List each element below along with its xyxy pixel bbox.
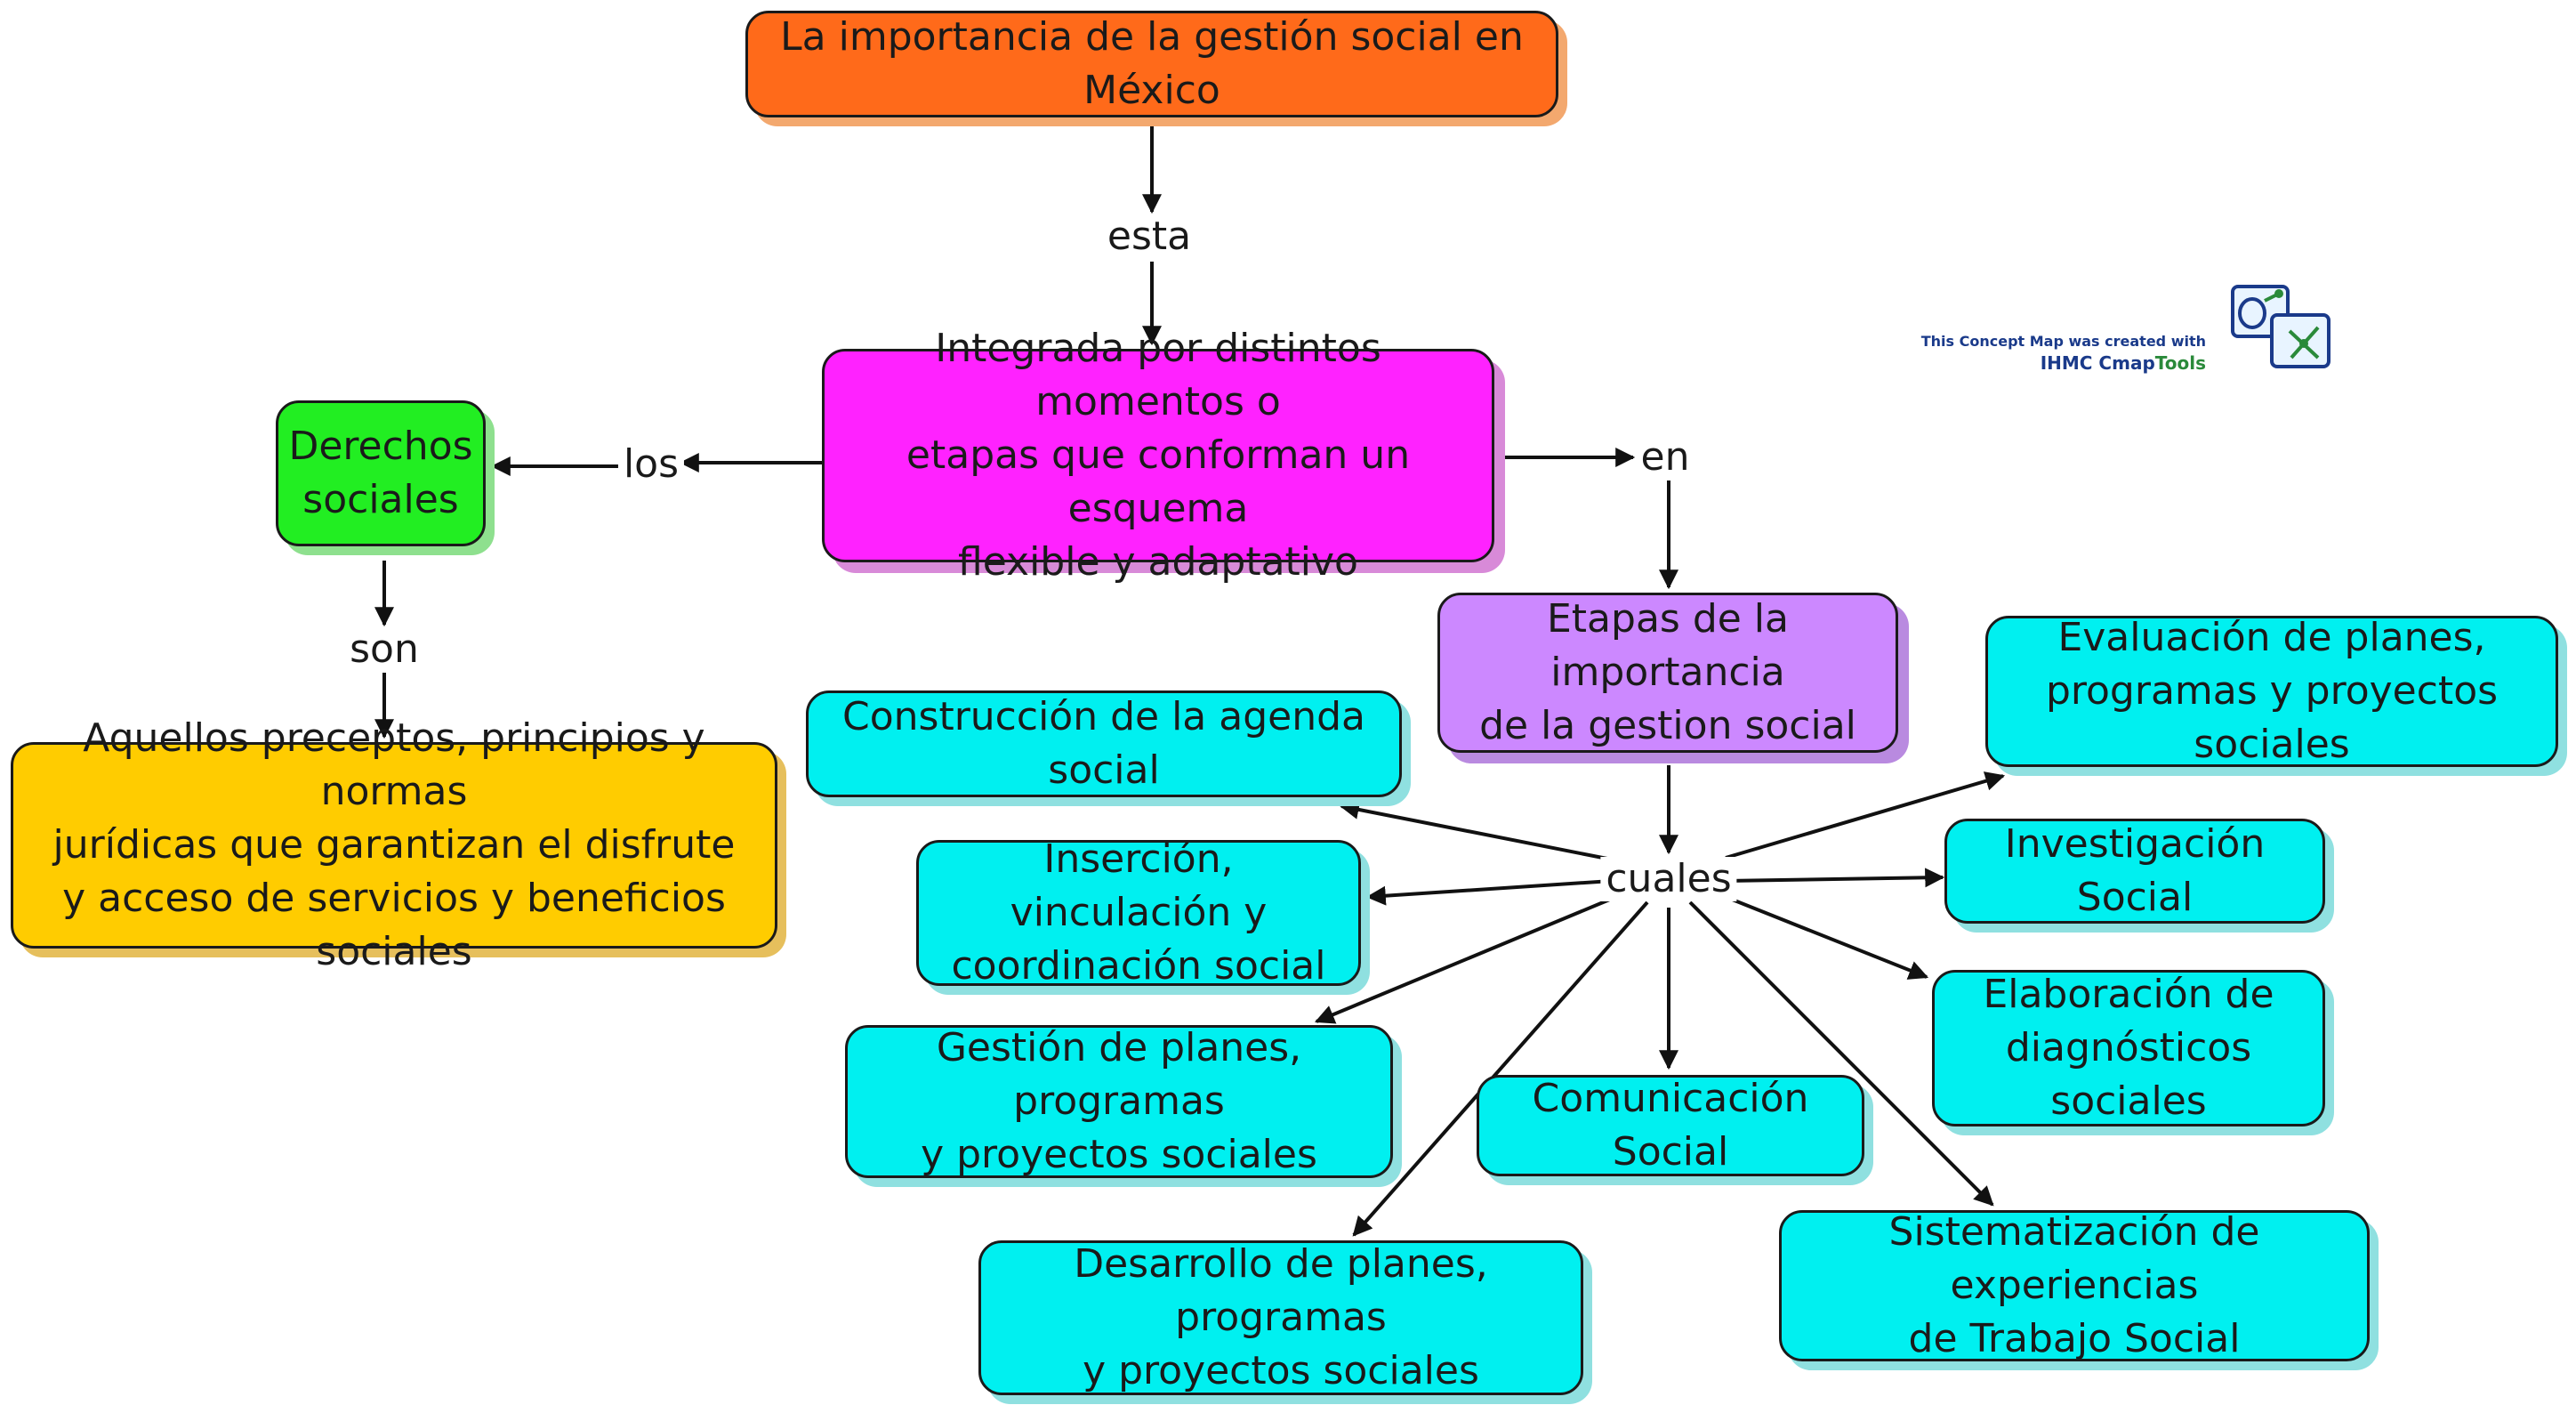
connector-cuales-desarrollo bbox=[1352, 900, 1649, 1237]
node-elaboracion[interactable]: Elaboración de diagnósticos sociales bbox=[1932, 970, 2325, 1126]
link-son[interactable]: son bbox=[344, 627, 424, 672]
node-construccion[interactable]: Construcción de la agenda social bbox=[806, 690, 1402, 797]
credit-line-1: This Concept Map was created with bbox=[1920, 333, 2206, 350]
connector-cuales-sistematizacion bbox=[1688, 900, 1994, 1207]
cmaptools-credit: This Concept Map was created with IHMC C… bbox=[1921, 283, 2339, 381]
link-los[interactable]: los bbox=[617, 442, 685, 487]
credit-line-2: IHMC CmapTools bbox=[2041, 352, 2206, 374]
node-evaluacion[interactable]: Evaluación de planes, programas y proyec… bbox=[1985, 615, 2558, 767]
node-aquellos[interactable]: Aquellos preceptos, principios y normas … bbox=[11, 715, 777, 974]
credit-brand-tools: Tools bbox=[2154, 352, 2206, 374]
node-sistematizacion[interactable]: Sistematización de experiencias de Traba… bbox=[1779, 1209, 2370, 1361]
node-root[interactable]: La importancia de la gestión social en M… bbox=[745, 11, 1558, 117]
connector-cuales-construccion bbox=[1339, 800, 1613, 861]
node-comunicacion[interactable]: Comunicación Social bbox=[1477, 1075, 1864, 1176]
connector-cuales-gestion bbox=[1314, 897, 1613, 1024]
credit-brand: IHMC Cmap bbox=[2040, 352, 2155, 374]
link-cuales[interactable]: cuales bbox=[1600, 857, 1737, 901]
connector-cuales-insercion bbox=[1365, 879, 1613, 906]
node-insercion[interactable]: Inserción, vinculación y coordinación so… bbox=[916, 836, 1361, 989]
node-desarrollo[interactable]: Desarrollo de planes, programas y proyec… bbox=[978, 1240, 1583, 1395]
node-derechos-sociales[interactable]: Derechos sociales bbox=[276, 400, 486, 546]
connector-cuales-investigacion bbox=[1725, 868, 1945, 888]
node-investigacion[interactable]: Investigación Social bbox=[1944, 819, 2325, 924]
node-integrada[interactable]: Integrada por distintos momentos o etapa… bbox=[822, 326, 1494, 585]
node-gestion[interactable]: Gestión de planes, programas y proyectos… bbox=[845, 1025, 1393, 1178]
link-esta[interactable]: esta bbox=[1101, 214, 1197, 259]
connector-cuales-evaluacion bbox=[1725, 771, 2006, 860]
node-etapas[interactable]: Etapas de la importancia de la gestion s… bbox=[1437, 593, 1898, 753]
connector-cuales-elaboracion bbox=[1725, 895, 1929, 980]
cmaptools-logo-icon bbox=[2231, 285, 2330, 368]
link-en[interactable]: en bbox=[1635, 435, 1695, 480]
